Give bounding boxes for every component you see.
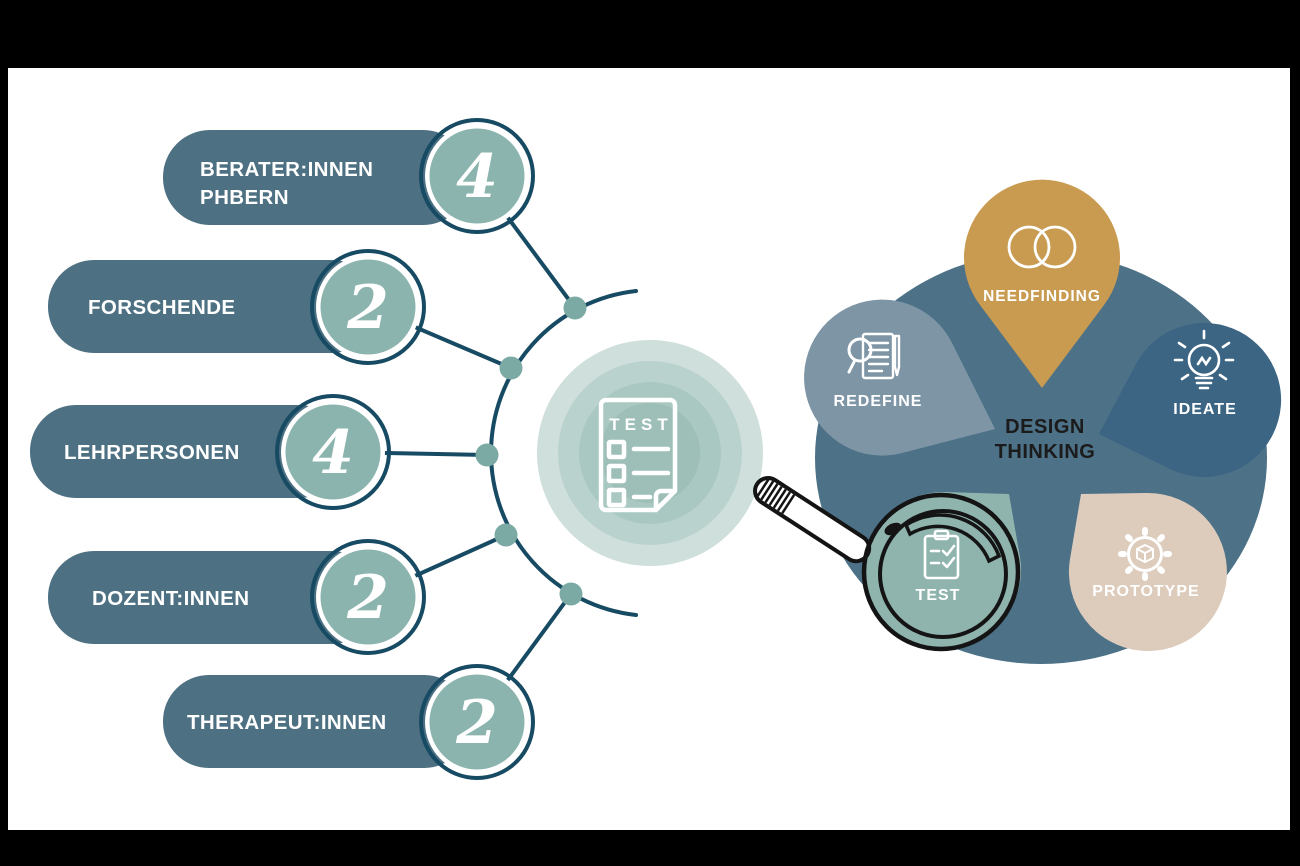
center-test-circle: TEST bbox=[537, 340, 763, 566]
center-document-label: TEST bbox=[609, 415, 672, 434]
pill-label-line1: DOZENT:INNEN bbox=[92, 587, 249, 610]
stakeholder-pill-berater: BERATER:INNEN PHBERN 4 bbox=[163, 118, 535, 234]
magnifier-outer-ring bbox=[861, 492, 1021, 652]
stakeholder-list: BERATER:INNEN PHBERN 4 FORSCHENDE 2 LEHR… bbox=[30, 118, 638, 780]
badge-circle bbox=[320, 549, 416, 645]
pill-label-line1: THERAPEUT:INNEN bbox=[187, 711, 387, 734]
petal-redefine bbox=[804, 299, 995, 456]
pill-shape bbox=[48, 551, 378, 644]
phase-label-test: TEST bbox=[916, 587, 961, 604]
badge-outline bbox=[419, 664, 535, 780]
badge-count: 4 bbox=[456, 142, 498, 212]
badge-circle bbox=[285, 404, 381, 500]
petal-ideate bbox=[1099, 322, 1282, 477]
pill-label-line2: PHBERN bbox=[200, 186, 289, 209]
pill-label-line1: FORSCHENDE bbox=[88, 296, 236, 319]
badge-count: 2 bbox=[346, 273, 389, 343]
phase-label-needfinding: NEEDFINDING bbox=[983, 288, 1101, 305]
magnifying-glass bbox=[753, 476, 1021, 652]
stakeholder-pill-dozent: DOZENT:INNEN 2 bbox=[48, 539, 426, 655]
badge-outline bbox=[310, 539, 426, 655]
badge-circle bbox=[429, 674, 525, 770]
badge-outline bbox=[310, 249, 426, 365]
phase-label-ideate: IDEATE bbox=[1173, 401, 1236, 418]
magnifier-glare-dot bbox=[884, 522, 902, 536]
connector-dot bbox=[494, 523, 518, 547]
pill-shape bbox=[30, 405, 345, 498]
badge-count: 2 bbox=[455, 688, 498, 758]
badge-outline bbox=[275, 394, 391, 510]
phase-label-prototype: PROTOTYPE bbox=[1092, 583, 1199, 600]
connector-dot bbox=[559, 582, 583, 606]
pill-shape bbox=[163, 675, 470, 768]
pill-label-line1: LEHRPERSONEN bbox=[64, 441, 240, 464]
clipboard-check-icon bbox=[923, 529, 960, 580]
connector-dot bbox=[475, 443, 499, 467]
design-thinking-diagram: DESIGN THINKING NEEDFINDING IDEATE bbox=[753, 179, 1282, 664]
stakeholder-pill-lehrpersonen: LEHRPERSONEN 4 bbox=[30, 394, 391, 510]
pill-label-line1: BERATER:INNEN bbox=[200, 158, 373, 181]
test-checklist-icon bbox=[598, 397, 678, 513]
connector-dot bbox=[499, 356, 523, 380]
people-icon bbox=[1007, 225, 1077, 269]
badge-count: 4 bbox=[312, 418, 354, 488]
badge-outline bbox=[419, 118, 535, 234]
connector-dots bbox=[475, 296, 587, 606]
design-thinking-title-line1: DESIGN bbox=[1005, 416, 1085, 438]
badge-circle bbox=[429, 128, 525, 224]
connector-dot bbox=[563, 296, 587, 320]
pill-shape bbox=[163, 130, 470, 225]
badge-circle bbox=[320, 259, 416, 355]
document-magnifier-pencil-icon bbox=[847, 332, 901, 380]
design-thinking-title-line2: THINKING bbox=[995, 441, 1096, 463]
phase-label-redefine: REDEFINE bbox=[834, 393, 923, 410]
magnifier-inner-ring bbox=[878, 509, 1008, 639]
lightbulb-icon bbox=[1173, 329, 1235, 390]
stakeholder-pill-therapeut: THERAPEUT:INNEN 2 bbox=[163, 664, 535, 780]
petal-prototype bbox=[1068, 492, 1227, 651]
badge-count: 2 bbox=[346, 563, 389, 633]
gear-cube-icon bbox=[1118, 527, 1172, 581]
pill-shape bbox=[48, 260, 378, 353]
magnifier-glare bbox=[903, 513, 1002, 564]
petal-needfinding bbox=[963, 179, 1120, 388]
stakeholder-pill-forschende: FORSCHENDE 2 bbox=[48, 249, 426, 365]
